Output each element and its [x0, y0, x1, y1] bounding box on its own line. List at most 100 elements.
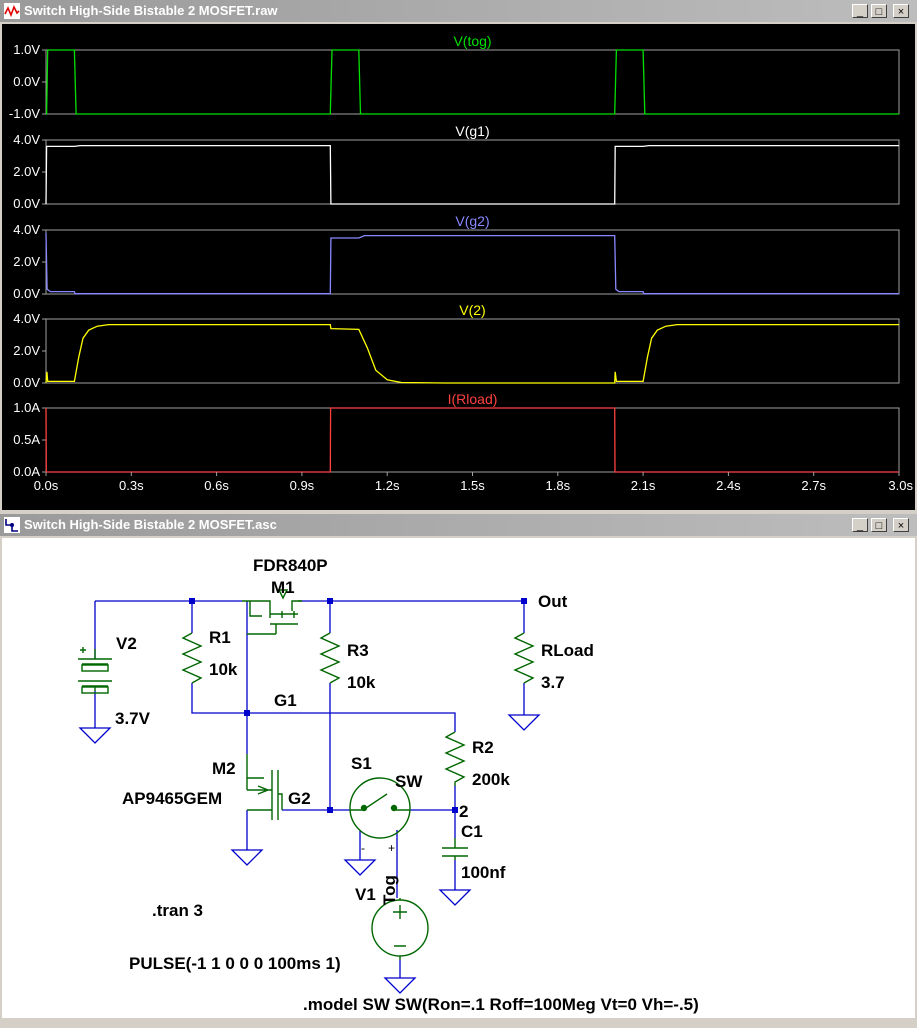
model-directive: .model SW SW(Ron=.1 Roff=100Meg Vt=0 Vh=…	[303, 995, 699, 1014]
junction-dot	[452, 807, 458, 813]
resistor-r3-symbol[interactable]	[319, 632, 341, 684]
close-button[interactable]: ×	[893, 518, 909, 532]
pane-frame	[45, 407, 900, 473]
r2-value-label: 200k	[472, 770, 510, 789]
switch-s1-symbol[interactable]	[349, 777, 411, 839]
series-trace[interactable]	[45, 144, 899, 205]
waveform-chart[interactable]: 1.0V 0.0V -1.0V V(tog) 4.0V 2.0V 0.0V V(g1) 4.0V…	[2, 24, 915, 510]
minimize-button[interactable]: _	[852, 518, 868, 532]
schematic-canvas[interactable]: FDR840P M1 Out V2 3.7V R1 10k R3 10k RLo…	[2, 538, 915, 1018]
series-trace[interactable]	[45, 49, 899, 115]
v2-value-label: 3.7V	[115, 709, 151, 728]
y-tick-label: 1.0V	[13, 42, 40, 57]
y-tick-label: 4.0V	[13, 222, 40, 237]
x-tick-label: 0.9s	[290, 478, 315, 493]
rload-name-label: RLoad	[541, 641, 594, 660]
pane-frame	[45, 229, 900, 295]
capacitor-c1-symbol[interactable]	[442, 838, 468, 860]
junction-dot	[327, 598, 333, 604]
mosfet-m2-symbol[interactable]	[246, 754, 283, 820]
ground-symbol	[78, 727, 112, 744]
battery-v2-symbol[interactable]	[78, 647, 112, 694]
s1-plus-label: +	[388, 841, 395, 855]
r3-value-label: 10k	[347, 673, 376, 692]
r1-value-label: 10k	[209, 660, 238, 679]
x-tick-label: 3.0s	[888, 478, 913, 493]
y-tick-label: 2.0V	[13, 164, 40, 179]
m2-model-label: AP9465GEM	[122, 789, 222, 808]
y-tick-label: 2.0V	[13, 254, 40, 269]
wire-sw-ctrl[interactable]	[359, 830, 398, 898]
ground-symbol	[438, 889, 472, 906]
wire-r1[interactable]	[191, 601, 456, 732]
wire-sw-node2[interactable]	[410, 786, 456, 838]
mosfet-m1-symbol[interactable]	[242, 589, 302, 635]
schematic-window: Switch High-Side Bistable 2 MOSFET.asc _…	[0, 514, 917, 1028]
resistor-rload-symbol[interactable]	[513, 632, 535, 684]
resistor-r2-symbol[interactable]	[444, 731, 466, 786]
r3-name-label: R3	[347, 641, 369, 660]
x-tick-label: 1.5s	[460, 478, 485, 493]
waveform-titlebar[interactable]: Switch High-Side Bistable 2 MOSFET.raw _…	[0, 0, 917, 22]
series-name-label: V(g1)	[455, 123, 489, 139]
waveform-app-icon[interactable]	[4, 3, 20, 19]
y-tick-label: 1.0A	[13, 400, 40, 415]
ground-symbol	[343, 859, 377, 876]
waveform-plot-area[interactable]: 1.0V 0.0V -1.0V V(tog) 4.0V 2.0V 0.0V V(g1) 4.0V…	[2, 24, 915, 510]
x-tick-label: 1.2s	[375, 478, 400, 493]
c1-value-label: 100nf	[461, 863, 506, 882]
x-tick-label: 2.7s	[801, 478, 826, 493]
g2-net-label: G2	[288, 789, 311, 808]
close-button[interactable]: ×	[893, 4, 909, 18]
m1-model-label: FDR840P	[253, 556, 328, 575]
x-tick-label: 1.8s	[546, 478, 571, 493]
y-tick-label: 0.5A	[13, 432, 40, 447]
r2-name-label: R2	[472, 738, 494, 757]
c1-name-label: C1	[461, 822, 483, 841]
g1-net-label: G1	[274, 691, 297, 710]
r1-name-label: R1	[209, 628, 231, 647]
v2-name-label: V2	[116, 634, 137, 653]
resistor-r1-symbol[interactable]	[181, 632, 203, 684]
node-2-label: 2	[459, 802, 468, 821]
x-tick-label: 0.6s	[204, 478, 229, 493]
schematic-drawing[interactable]: FDR840P M1 Out V2 3.7V R1 10k R3 10k RLo…	[2, 538, 915, 1018]
x-tick-label: 2.1s	[631, 478, 656, 493]
x-tick-label: 0.0s	[34, 478, 59, 493]
y-tick-label: 0.0V	[13, 74, 40, 89]
s1-model-label: SW	[395, 772, 423, 791]
wire-m2[interactable]	[246, 809, 350, 850]
junction-dot	[521, 598, 527, 604]
voltage-source-v1-symbol[interactable]	[371, 898, 429, 960]
series-name-label: I(Rload)	[448, 391, 498, 407]
m2-name-label: M2	[212, 759, 236, 778]
pane-frame	[45, 49, 900, 115]
y-tick-label: 4.0V	[13, 311, 40, 326]
junction-dot	[244, 710, 250, 716]
series-trace[interactable]	[45, 407, 899, 473]
series-name-label: V(tog)	[453, 33, 491, 49]
junction-dot	[327, 807, 333, 813]
series-trace[interactable]	[45, 233, 899, 295]
schematic-app-icon[interactable]	[4, 517, 20, 533]
minimize-button[interactable]: _	[852, 4, 868, 18]
ground-symbol	[230, 849, 264, 866]
maximize-button[interactable]: □	[871, 4, 887, 18]
schematic-titlebar[interactable]: Switch High-Side Bistable 2 MOSFET.asc _…	[0, 514, 917, 536]
maximize-button[interactable]: □	[871, 518, 887, 532]
pane-frame	[45, 318, 900, 384]
tran-directive: .tran 3	[152, 901, 203, 920]
y-tick-label: 0.0V	[13, 375, 40, 390]
x-tick-label: 0.3s	[119, 478, 144, 493]
ground-symbol	[507, 714, 541, 731]
s1-minus-label: -	[361, 841, 365, 855]
series-name-label: V(g2)	[455, 213, 489, 229]
v1-name-label: V1	[355, 885, 376, 904]
waveform-window-title: Switch High-Side Bistable 2 MOSFET.raw	[24, 3, 278, 18]
s1-name-label: S1	[351, 754, 372, 773]
y-tick-label: 2.0V	[13, 343, 40, 358]
series-trace[interactable]	[45, 323, 899, 384]
junction-dot	[189, 598, 195, 604]
series-name-label: V(2)	[459, 302, 485, 318]
y-tick-label: -1.0V	[9, 106, 40, 121]
